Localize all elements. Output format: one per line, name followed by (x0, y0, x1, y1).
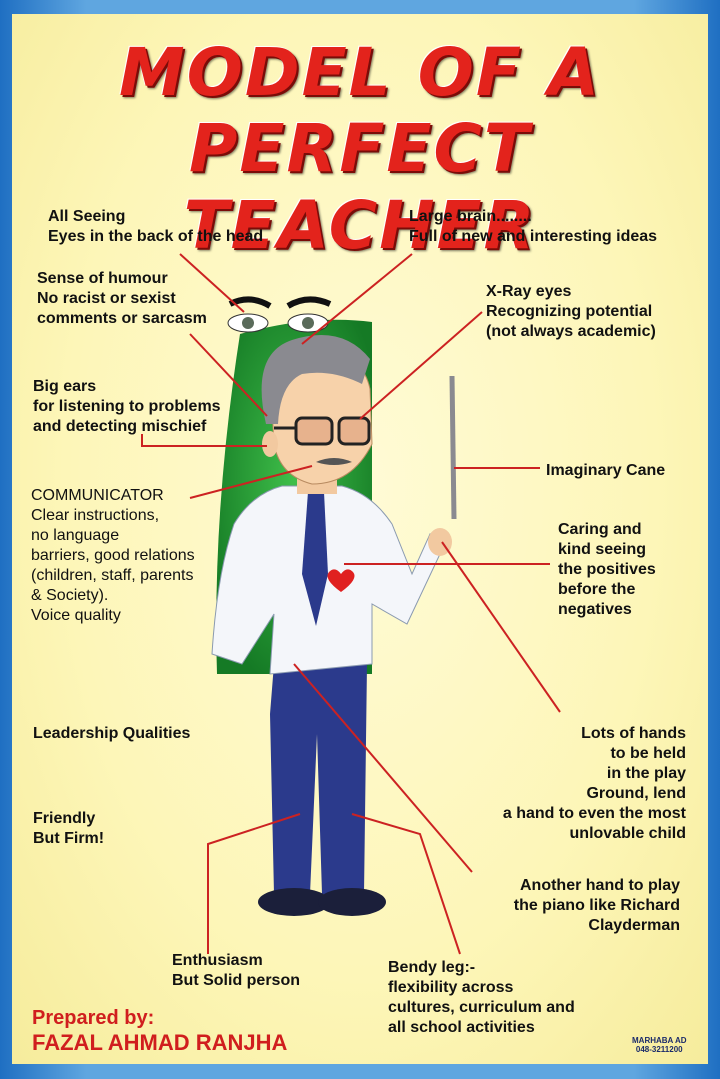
line-all-seeing (179, 253, 245, 313)
line-big-ears (141, 434, 267, 447)
pointer-lines (141, 253, 561, 955)
label-bendy: Bendy leg:- flexibility across cultures,… (388, 959, 575, 1036)
label-piano: Another hand to play the piano like Rich… (513, 877, 680, 934)
right-shoe (318, 888, 386, 916)
moustache (316, 458, 352, 465)
label-enthusiasm: Enthusiasm But Solid person (172, 952, 300, 989)
line-communicator (189, 465, 313, 499)
teacher-illustration (141, 253, 561, 955)
ear (262, 431, 278, 457)
hair (261, 334, 370, 424)
heart-icon (327, 569, 355, 592)
poster: MODEL OF A PERFECT TEACHER (12, 14, 708, 1064)
line-large-brain (301, 253, 413, 345)
prepared-by-label: Prepared by: (32, 1007, 155, 1029)
label-caring: Caring and kind seeing the positives bef… (558, 521, 656, 618)
tie (302, 492, 328, 626)
label-xray: X-Ray eyes Recognizing potential (not al… (486, 283, 656, 340)
left-shoe (258, 888, 330, 916)
glasses-icon (274, 416, 371, 446)
line-bendy (351, 813, 461, 955)
cane (449, 375, 457, 520)
line-piano (293, 663, 473, 873)
label-big-ears: Big ears for listening to problems and d… (33, 378, 221, 435)
label-humour: Sense of humour No racist or sexist comm… (37, 270, 207, 327)
line-humour (189, 333, 268, 417)
label-friendly: Friendly But Firm! (33, 810, 105, 847)
line-xray (359, 311, 483, 420)
author-name: FAZAL AHMAD RANJHA (32, 1030, 288, 1055)
label-communicator-heading: COMMUNICATOR (31, 487, 164, 504)
title-line-1: MODEL OF A (119, 34, 601, 111)
title-line-2: PERFECT TEACHER (183, 110, 537, 264)
label-large-brain: Large brain........ Full of new and inte… (409, 208, 658, 245)
label-cane: Imaginary Cane (546, 462, 666, 479)
publisher-name: MARHABA AD (632, 1036, 687, 1045)
publisher-phone: 048-3211200 (635, 1045, 683, 1054)
line-enthusiasm (207, 813, 301, 954)
publisher-mark: MARHABA AD 048-3211200 (632, 1036, 687, 1054)
line-hands (441, 541, 561, 713)
label-all-seeing: All Seeing Eyes in the back of the head (48, 208, 264, 245)
eyes-back-of-head-icon (227, 296, 332, 333)
label-hands: Lots of hands to be held in the play Gro… (502, 725, 686, 842)
label-leadership: Leadership Qualities (33, 725, 191, 742)
trousers (270, 664, 367, 894)
label-communicator: Clear instructions, no language barriers… (31, 507, 195, 624)
